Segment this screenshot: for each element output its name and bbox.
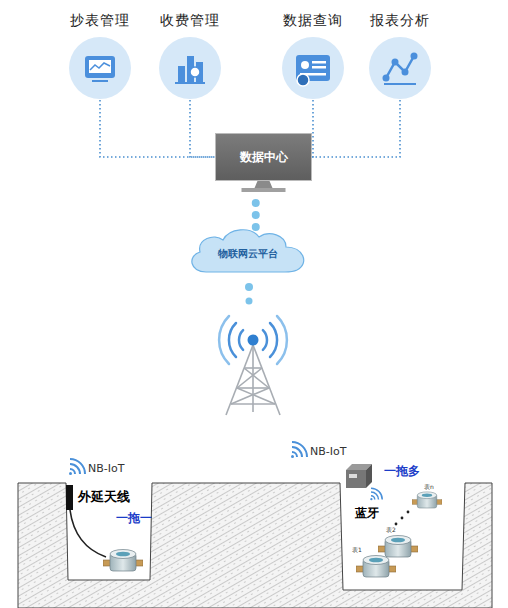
annotation-label: 蓝牙 bbox=[355, 507, 379, 520]
annotation-label: 一拖一 bbox=[116, 512, 152, 525]
annotation-label: 一拖多 bbox=[384, 465, 420, 478]
function-label: 抄表管理 bbox=[70, 12, 130, 30]
function-label: 报表分析 bbox=[370, 12, 430, 30]
annotation-label: NB-IoT bbox=[310, 446, 346, 458]
node-label: 物联网云平台 bbox=[218, 247, 278, 261]
icon-circle bbox=[158, 36, 222, 100]
dotted-connector bbox=[190, 100, 215, 157]
function-icon: 抄表管理 bbox=[68, 12, 132, 100]
icon-circle bbox=[368, 36, 432, 100]
function-icon: 报表分析 bbox=[368, 12, 432, 100]
dotted-connector bbox=[312, 100, 400, 157]
annotation-label: 表1 bbox=[352, 547, 362, 554]
annotation-label: NB-IoT bbox=[88, 463, 124, 475]
function-icon: 收费管理 bbox=[158, 12, 222, 100]
annotation-label: 表n bbox=[424, 484, 434, 491]
dotted-connector bbox=[100, 100, 215, 157]
icon-circle bbox=[68, 36, 132, 100]
dotted-connector bbox=[312, 100, 313, 157]
function-label: 数据查询 bbox=[283, 12, 343, 30]
annotation-label: 表2 bbox=[386, 527, 396, 534]
monitor-box: 数据中心 bbox=[215, 133, 312, 193]
function-icon: 数据查询 bbox=[281, 12, 345, 100]
icon-circle bbox=[281, 36, 345, 100]
node-label: 数据中心 bbox=[240, 149, 288, 166]
function-label: 收费管理 bbox=[160, 12, 220, 30]
annotation-label: 外延天线 bbox=[78, 490, 130, 504]
cloud-shape: 物联网云平台 bbox=[186, 226, 310, 274]
dotted-link bbox=[252, 203, 260, 230]
screen-area: 数据中心 bbox=[215, 133, 312, 181]
